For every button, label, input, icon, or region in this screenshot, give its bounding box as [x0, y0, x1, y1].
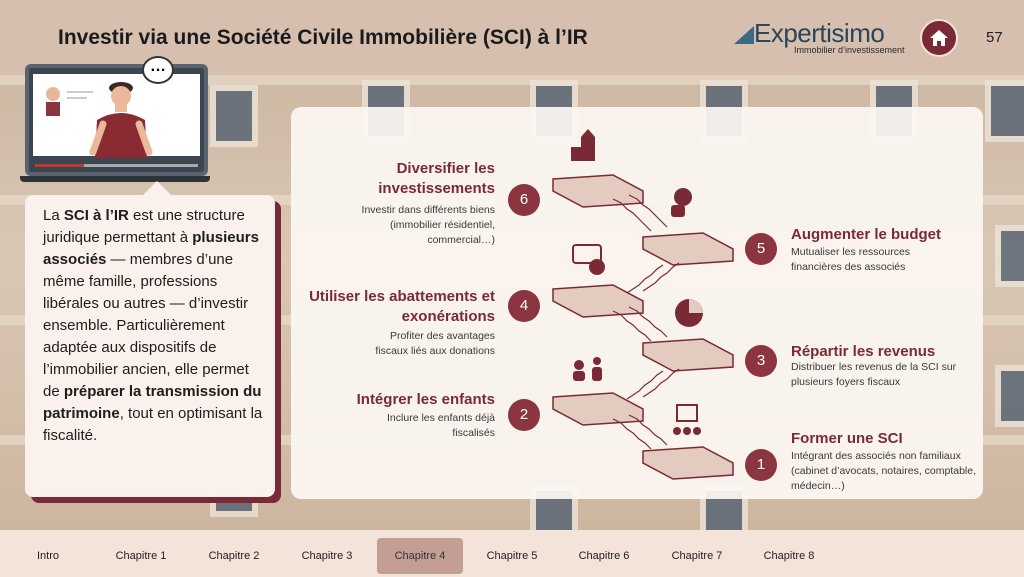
ellipsis-icon: … [142, 56, 174, 84]
step-2-title: Intégrer les enfants [356, 391, 495, 408]
step-6-title: Diversifier les investissements [378, 160, 495, 197]
step-3-title: Répartir les revenus [791, 343, 936, 360]
steps-infographic: Diversifier les investissements Investir… [291, 107, 983, 499]
step-5-number: 5 [745, 233, 777, 265]
buildings-icon [571, 129, 595, 161]
step-5-title: Augmenter le budget [791, 226, 942, 243]
ticket-check-icon [572, 244, 605, 275]
nav-chapitre-5[interactable]: Chapitre 5 [486, 550, 538, 562]
nav-chapitre-1[interactable]: Chapitre 1 [115, 550, 167, 562]
nav-chapitre-8[interactable]: Chapitre 8 [763, 550, 815, 562]
step-3-number: 3 [745, 345, 777, 377]
nav-chapitre-6[interactable]: Chapitre 6 [578, 550, 630, 562]
step-6-desc: Investir dans différents biens (immobili… [361, 204, 495, 246]
step-1-number: 1 [745, 449, 777, 481]
step-4-title: Utiliser les abattements et exonérations [309, 288, 495, 325]
pie-chart-icon [675, 299, 703, 327]
logo-name: Expertisimo [754, 18, 885, 48]
video-screen [33, 74, 200, 158]
intro-text-part: est une structure juridique permettant à [43, 207, 245, 246]
video-progress-bar[interactable] [35, 164, 198, 167]
nav-chapitre-2[interactable]: Chapitre 2 [208, 550, 260, 562]
step-3-desc: Distribuer les revenus de la SCI sur plu… [791, 361, 957, 388]
presenter-illustration [46, 82, 153, 158]
video-player[interactable] [25, 64, 208, 176]
nav-intro[interactable]: Intro [36, 550, 59, 562]
home-icon [930, 30, 948, 46]
step-5-desc: Mutualiser les ressources financières de… [791, 246, 911, 273]
step-6-number: 6 [508, 184, 540, 216]
logo-triangle-icon [734, 26, 754, 44]
nav-chapitre-4[interactable]: Chapitre 4 [377, 538, 463, 574]
step-2-desc: Inclure les enfants déjà fiscalisés [387, 412, 495, 439]
nav-chapitre-7[interactable]: Chapitre 7 [671, 550, 723, 562]
team-checklist-icon [673, 404, 701, 435]
logo-tagline: Immobilier d’investissement [794, 45, 905, 55]
intro-text-bold: plusieurs associés [43, 229, 259, 268]
step-2-number: 2 [508, 399, 540, 431]
step-4-desc: Profiter des avantages fiscaux liés aux … [375, 330, 495, 357]
laptop-base [20, 176, 210, 182]
money-bag-icon [671, 188, 692, 217]
page-title: Investir via une Société Civile Immobili… [58, 26, 588, 49]
step-4-number: 4 [508, 290, 540, 322]
expertisimo-logo: Expertisimo Immobilier d’investissement [734, 18, 905, 58]
nav-chapitre-3[interactable]: Chapitre 3 [301, 550, 353, 562]
family-icon [573, 357, 602, 381]
intro-text-part: La [43, 207, 64, 224]
staircase-illustration [552, 129, 734, 480]
intro-text-bold: préparer la transmission du patrimoine [43, 383, 262, 422]
chapter-nav: Intro Chapitre 1 Chapitre 2 Chapitre 3 C… [0, 530, 1024, 577]
step-1-title: Former une SCI [791, 430, 903, 447]
page-number: 57 [986, 29, 1003, 46]
intro-text-panel: La SCI à l’IR est une structure juridiqu… [25, 181, 275, 497]
home-button[interactable] [920, 19, 958, 57]
intro-text-bold: SCI à l’IR [63, 207, 129, 224]
step-1-desc: Intégrant des associés non familiaux (ca… [791, 450, 977, 492]
intro-text-part: — membres d’une même famille, profession… [43, 251, 249, 400]
intro-text-part: , tout en optimisant la fiscalité. [43, 405, 263, 444]
